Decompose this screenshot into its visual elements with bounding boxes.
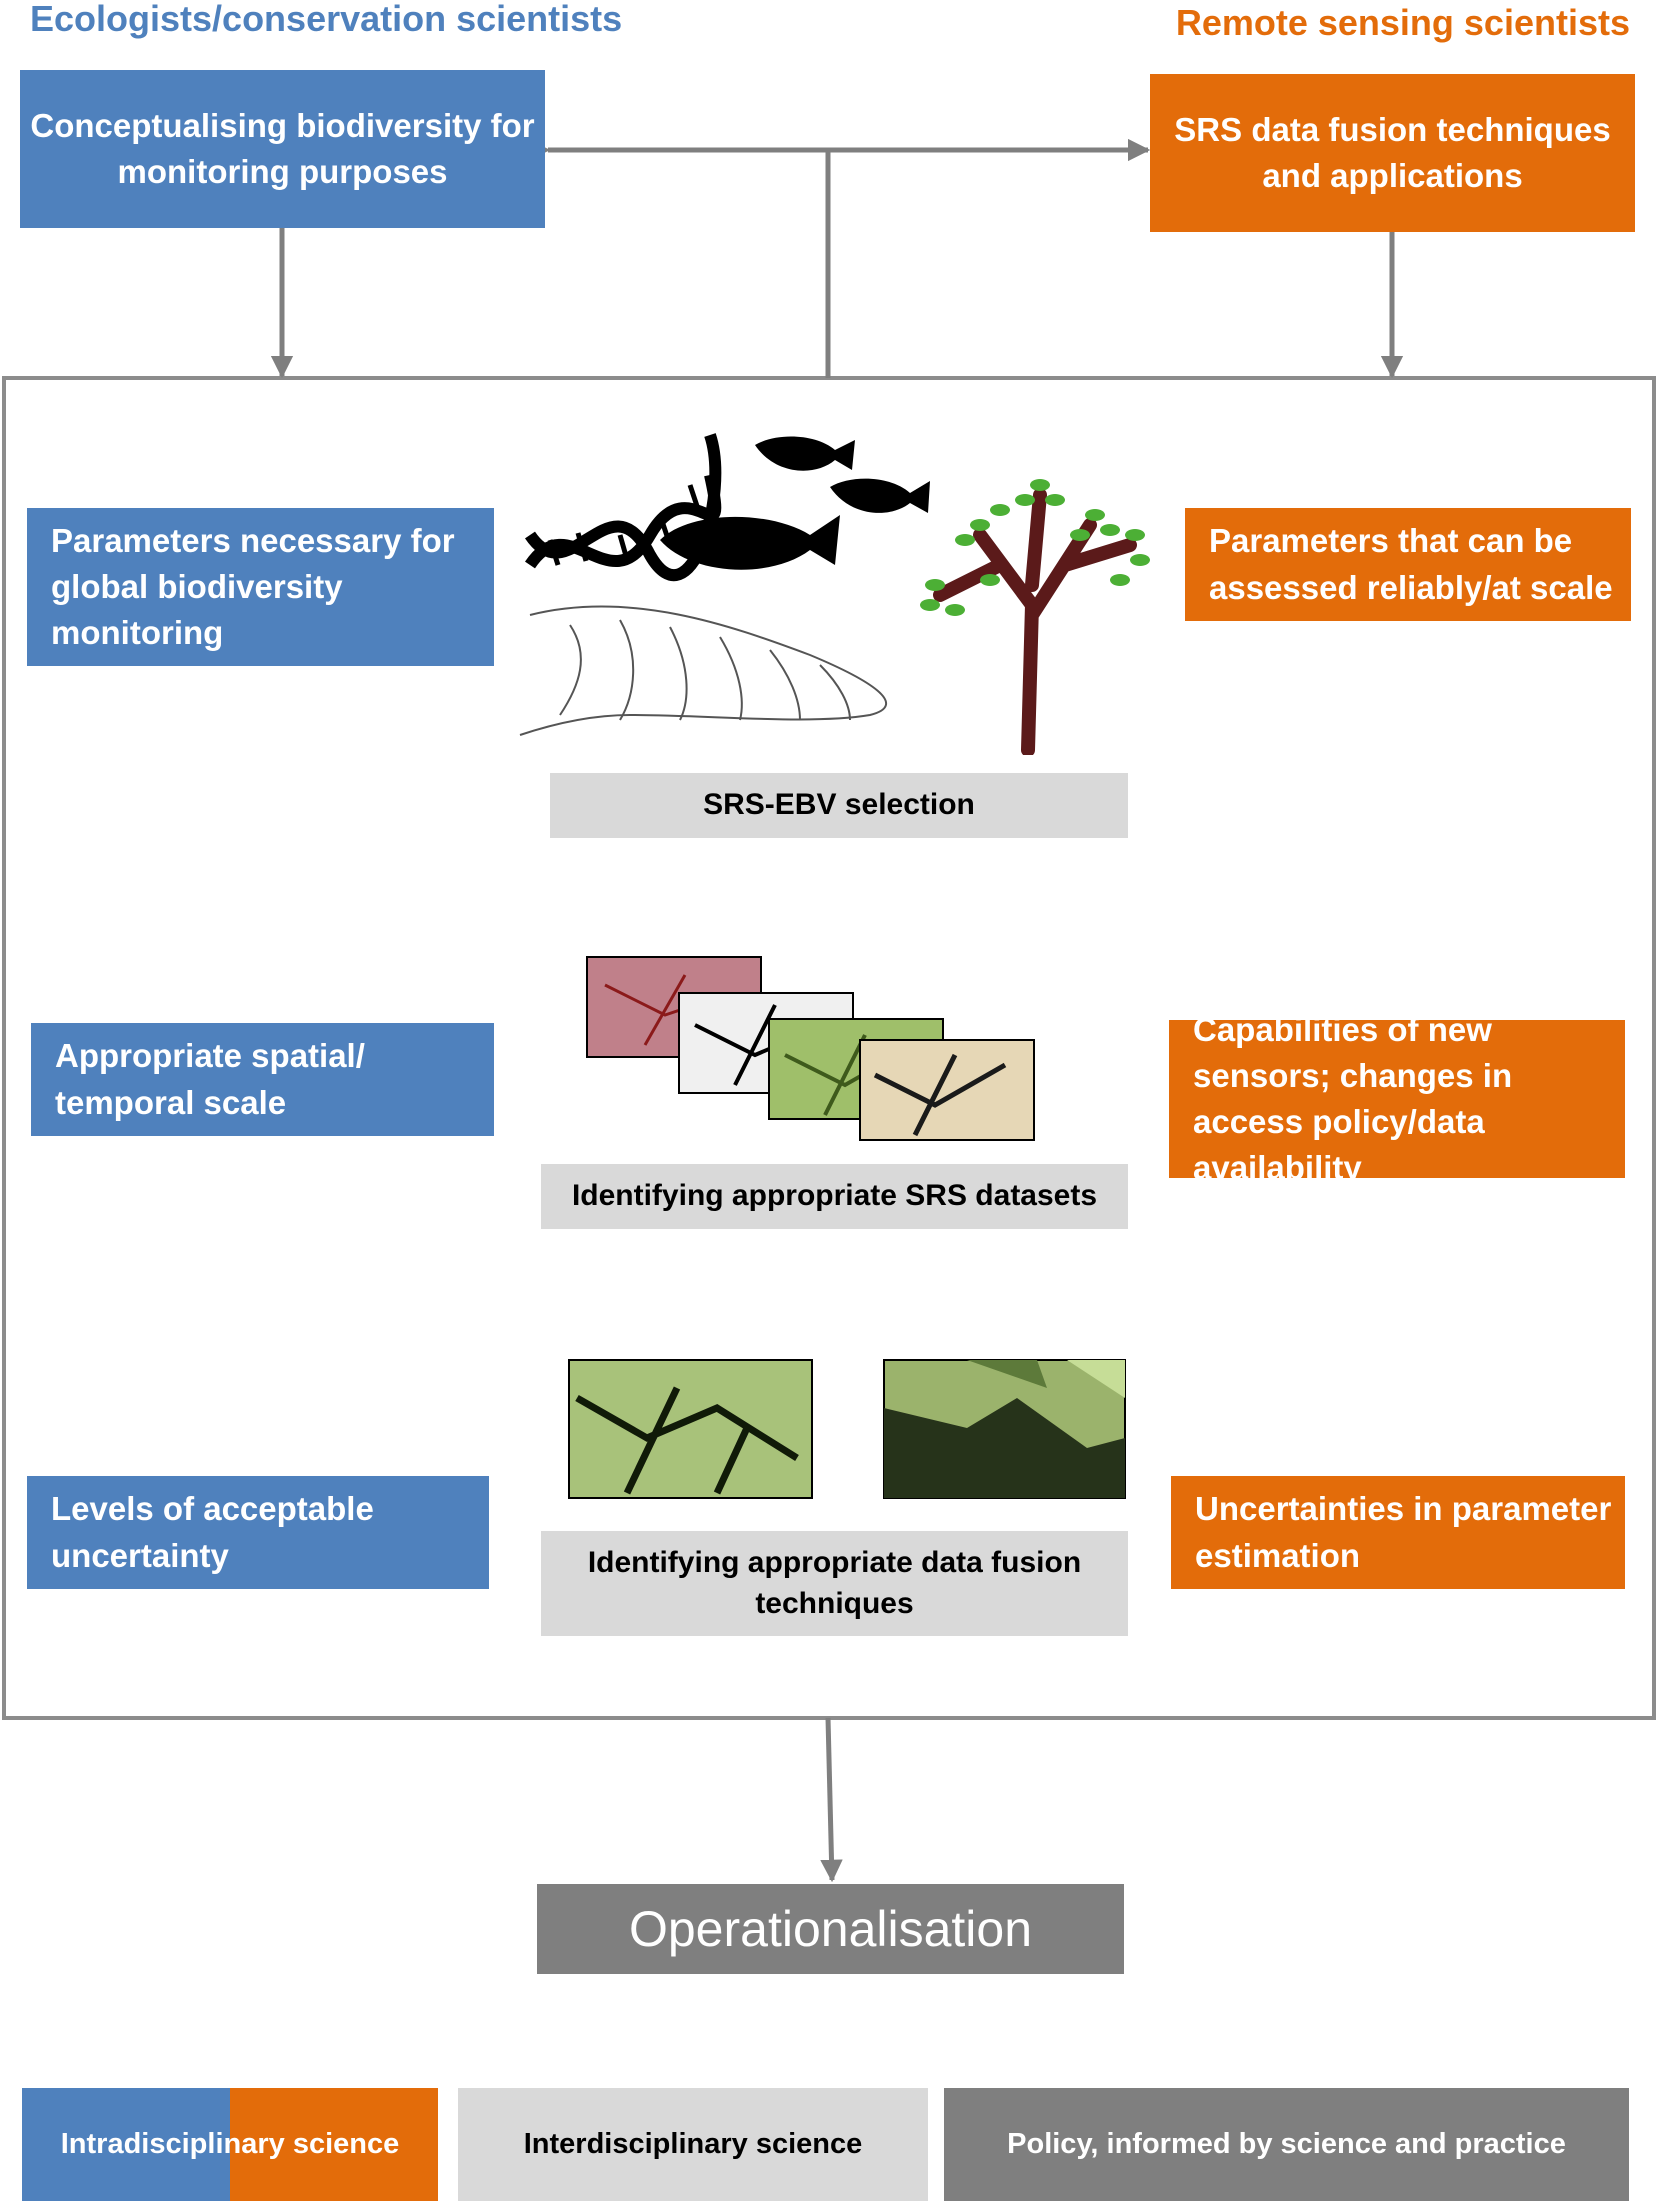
box-operationalisation: Operationalisation — [537, 1884, 1124, 1974]
dna-icon — [525, 433, 722, 581]
biodiversity-illustration — [519, 433, 1150, 755]
wing-icon — [519, 605, 887, 736]
box-sensor-capabilities: Capabilities of new sensors; changes in … — [1169, 1011, 1625, 1186]
box-parameters-necessary: Parameters necessary for global biodiver… — [27, 508, 494, 666]
legend-policy: Policy, informed by science and practice — [944, 2088, 1629, 2201]
box-identify-fusion: Identifying appropriate data fusion tech… — [541, 1531, 1128, 1636]
map-fine — [568, 1359, 813, 1499]
header-remote-sensing: Remote sensing scientists — [1175, 2, 1630, 43]
box-conceptualising: Conceptualising biodiversity for monitor… — [20, 70, 545, 228]
fusion-illustration — [568, 1359, 1126, 1499]
fish-icon — [660, 436, 930, 570]
legend-intradisciplinary: Intradisciplinary science — [22, 2088, 438, 2201]
box-ebv-selection: SRS-EBV selection — [550, 773, 1128, 838]
box-spatial-temporal: Appropriate spatial/ temporal scale — [31, 1023, 494, 1136]
box-uncertainties: Uncertainties in parameter estimation — [1171, 1476, 1625, 1589]
header-ecologists: Ecologists/conservation scientists — [30, 0, 623, 39]
datasets-illustration — [586, 956, 1035, 1141]
box-parameters-assessed: Parameters that can be assessed reliably… — [1185, 508, 1631, 621]
arrow-frame-to-operationalisation — [820, 1717, 843, 1883]
legend-intradisciplinary-label: Intradisciplinary science — [60, 2128, 400, 2160]
tree-icon — [920, 479, 1150, 755]
legend-interdisciplinary: Interdisciplinary science — [458, 2088, 928, 2201]
map-tan — [859, 1039, 1035, 1141]
box-identify-datasets: Identifying appropriate SRS datasets — [541, 1164, 1128, 1229]
box-srs-fusion: SRS data fusion techniques and applicati… — [1150, 74, 1635, 232]
box-acceptable-uncertainty: Levels of acceptable uncertainty — [27, 1476, 489, 1589]
